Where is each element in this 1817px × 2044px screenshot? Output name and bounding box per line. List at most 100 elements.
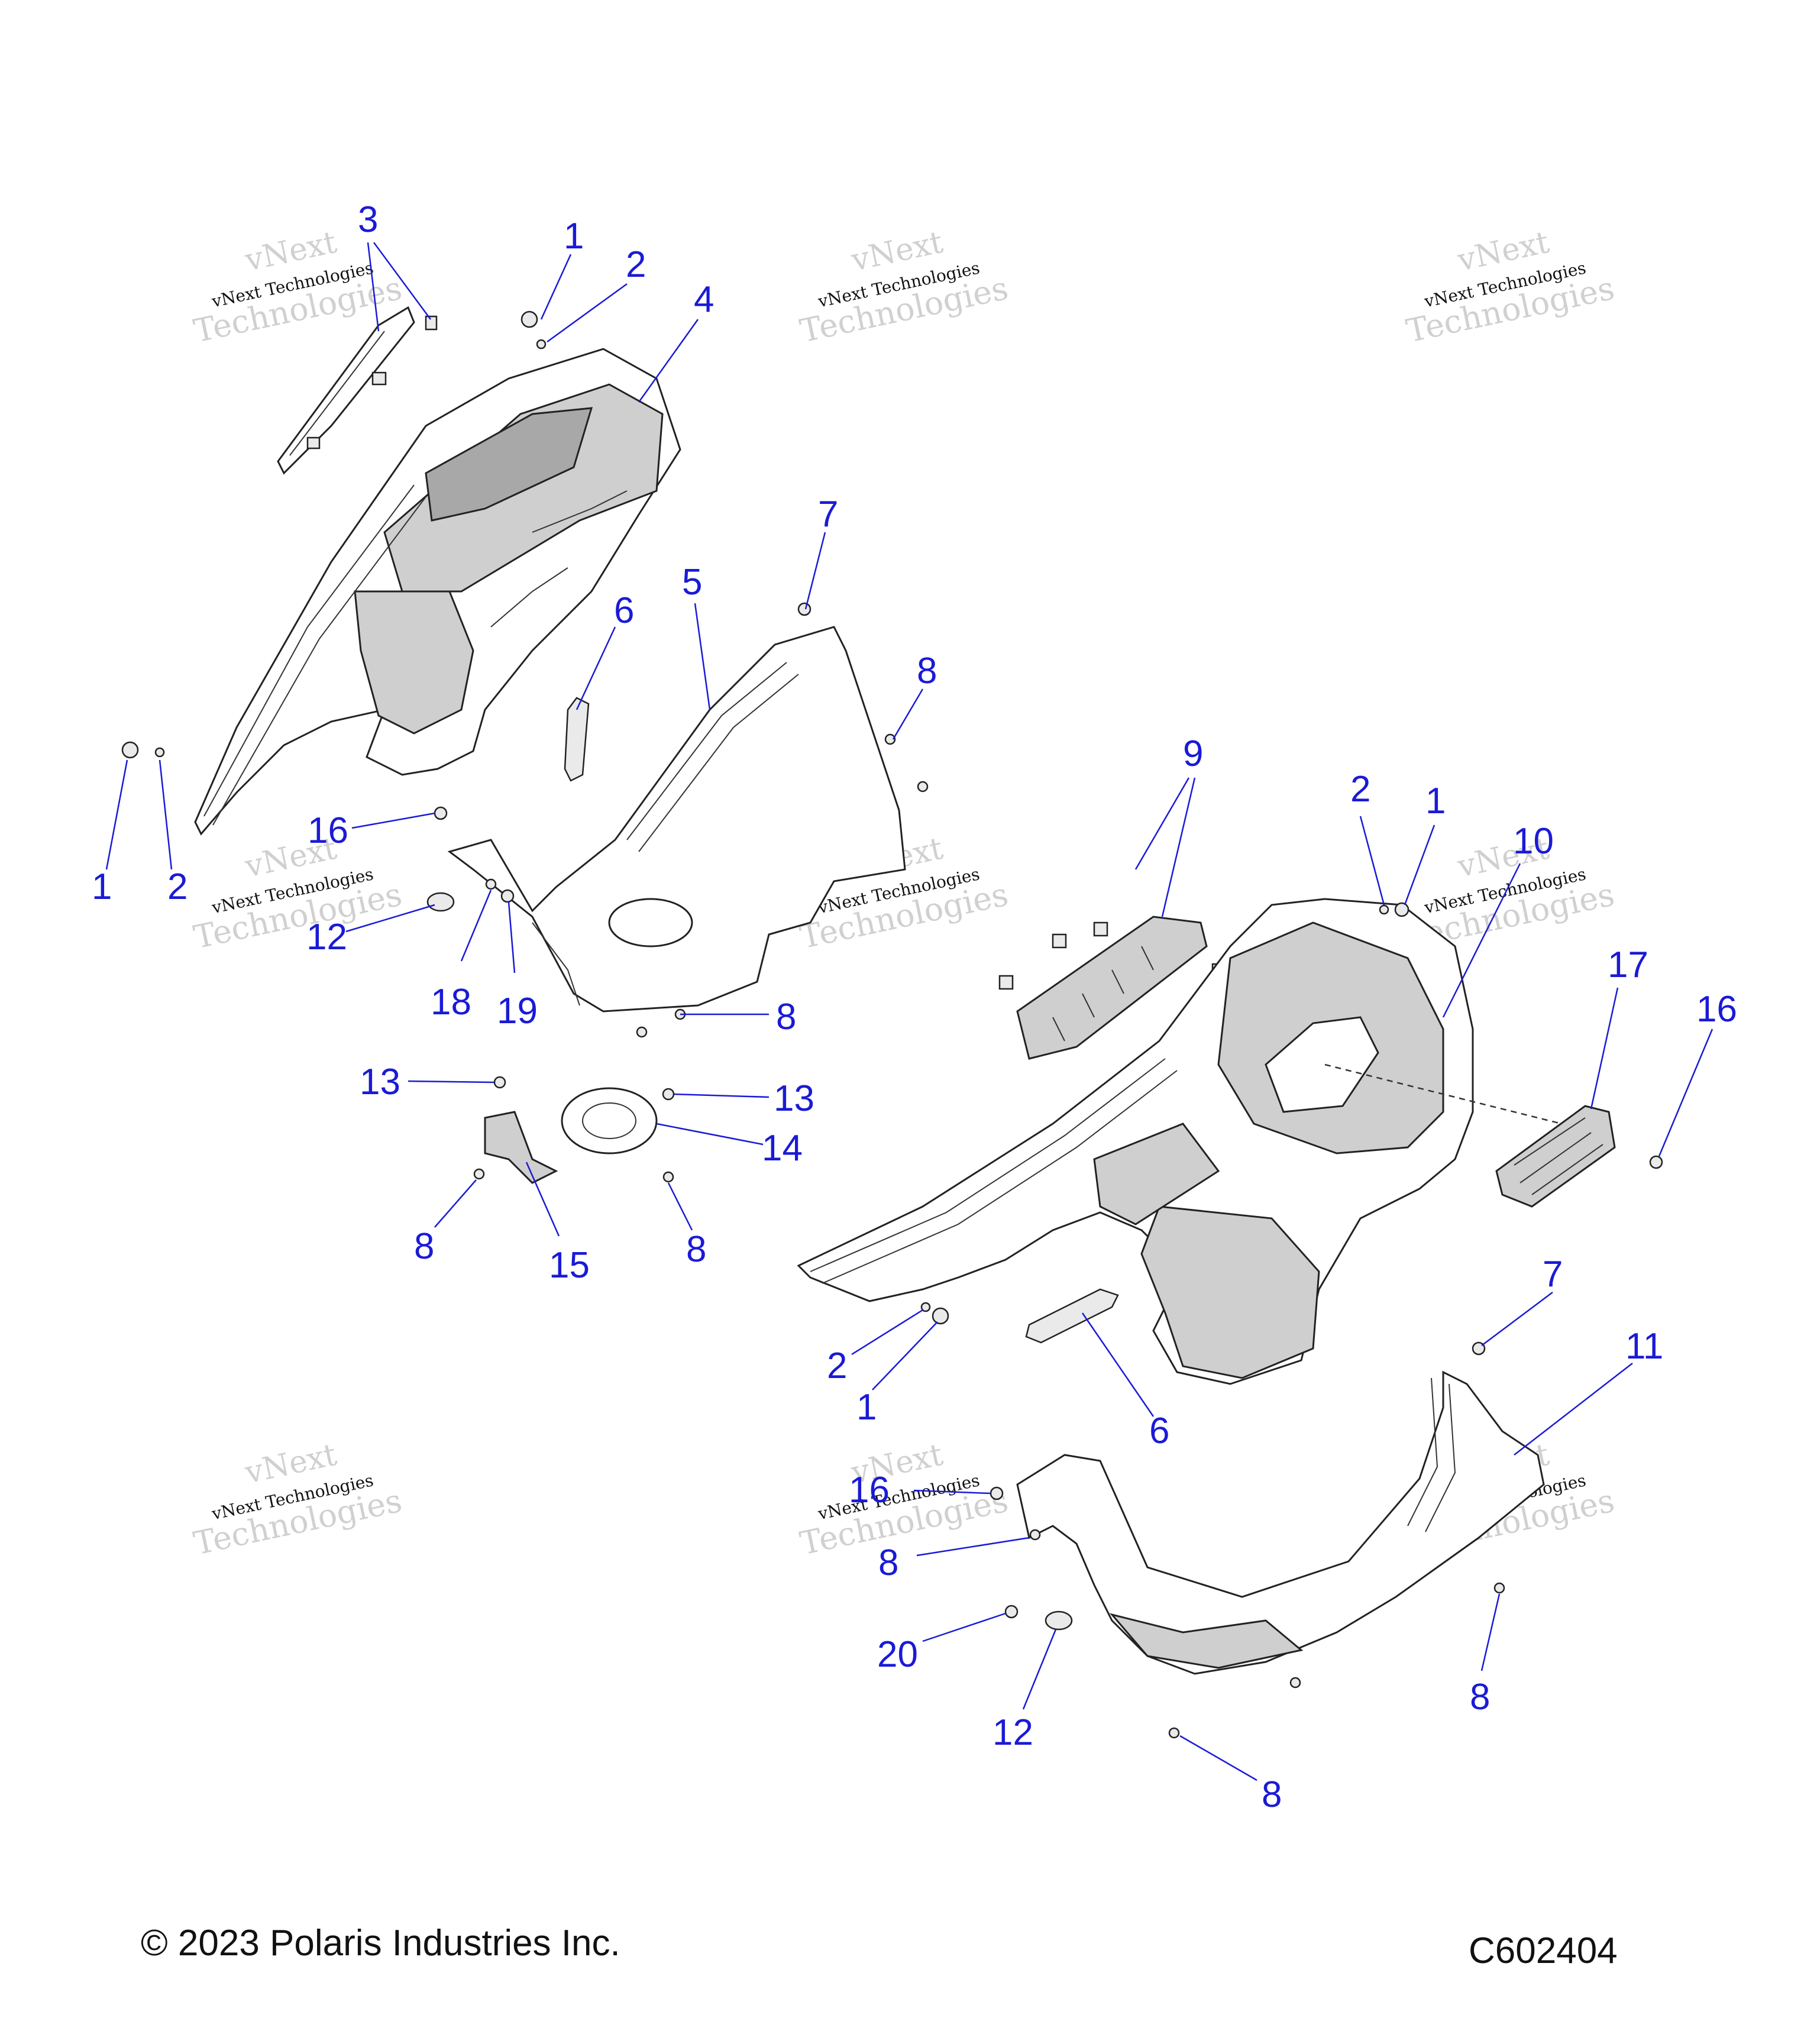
leader-10: [1442, 863, 1521, 1018]
callout-4: 4: [694, 279, 714, 320]
watermark-2: vNext vNext Technologies Technologies: [797, 225, 1011, 350]
part-8-pushpin: [917, 781, 929, 793]
leader-1c: [1404, 824, 1436, 905]
part-8-pushpin: [1029, 1529, 1041, 1541]
leader-16c: [913, 1489, 991, 1495]
leader-13a: [408, 1080, 494, 1084]
part-16-clip: [434, 806, 448, 820]
leader-8a: [892, 688, 924, 740]
part-13-washer: [662, 1088, 675, 1101]
callout-1: 1: [1425, 781, 1446, 822]
callout-2: 2: [167, 866, 187, 907]
callout-20: 20: [877, 1634, 918, 1675]
part-14-ring: [561, 1087, 658, 1154]
callout-17: 17: [1608, 945, 1648, 985]
callout-8: 8: [1262, 1774, 1282, 1815]
part-8-pushpin: [1289, 1677, 1301, 1689]
callout-16: 16: [849, 1470, 890, 1511]
callout-1: 1: [92, 866, 112, 907]
watermark-7: vNext vNext Technologies Technologies: [190, 1437, 405, 1563]
part-1-fastener: [1394, 902, 1409, 917]
callout-9: 9: [1183, 733, 1203, 774]
leader-19: [507, 901, 516, 974]
part-5-lower-panel: [447, 626, 906, 1013]
part-12-grommet-left: [426, 892, 455, 912]
callout-11: 11: [1625, 1326, 1663, 1367]
part-1-fastener: [932, 1307, 949, 1325]
part-8-pushpin: [636, 1026, 648, 1038]
leader-2a: [547, 283, 628, 343]
callout-12: 12: [306, 917, 347, 958]
part-6-clip-left: [564, 697, 590, 782]
callout-8: 8: [776, 997, 796, 1037]
callout-8: 8: [878, 1542, 898, 1583]
leader-8g: [1179, 1735, 1257, 1781]
part-16-clip: [1649, 1155, 1663, 1169]
part-18-screw: [485, 878, 497, 890]
leader-12a: [345, 904, 435, 933]
leader-2b: [159, 759, 173, 870]
leader-20: [922, 1612, 1006, 1642]
callout-5: 5: [682, 562, 702, 603]
part-19-nut: [500, 889, 515, 903]
leader-6a: [576, 626, 616, 710]
callout-2: 2: [626, 244, 646, 285]
leader-15: [525, 1162, 560, 1237]
callout-8: 8: [917, 651, 937, 691]
leader-lines: [105, 242, 1713, 1781]
callout-16: 16: [1696, 989, 1737, 1030]
part-2-washer: [920, 1302, 931, 1312]
callout-8: 8: [686, 1229, 706, 1270]
leader-9b: [1161, 777, 1196, 917]
fasteners: [121, 311, 1663, 1739]
part-16-clip: [990, 1486, 1004, 1500]
callout-8: 8: [1470, 1677, 1490, 1718]
callout-15: 15: [549, 1245, 590, 1286]
callout-6: 6: [1149, 1411, 1169, 1451]
leader-6b: [1081, 1312, 1155, 1417]
callout-3: 3: [358, 199, 378, 240]
part-4-hood-shroud: [194, 348, 681, 836]
part-13-washer: [493, 1076, 506, 1089]
callout-1: 1: [856, 1387, 877, 1428]
part-11-lower-right-panel: [1016, 1370, 1545, 1675]
callout-2: 2: [1350, 769, 1370, 810]
leader-16b: [1658, 1029, 1713, 1157]
leader-12b: [1022, 1629, 1057, 1710]
leader-11: [1514, 1363, 1633, 1456]
leader-8f: [1480, 1593, 1501, 1671]
callout-1: 1: [564, 216, 584, 257]
leader-8d: [667, 1182, 693, 1231]
callout-10: 10: [1513, 821, 1554, 862]
copyright-text: © 2023 Polaris Industries Inc.: [141, 1923, 620, 1964]
leader-3a: [367, 242, 380, 332]
leader-2c: [1359, 816, 1385, 905]
leader-14: [656, 1123, 764, 1146]
callout-12: 12: [992, 1712, 1033, 1753]
part-8-pushpin: [1168, 1727, 1180, 1739]
part-2-washer: [536, 339, 547, 350]
callout-7: 7: [1543, 1254, 1563, 1295]
leader-2d: [851, 1309, 923, 1356]
leader-9a: [1134, 777, 1190, 870]
watermark-4: vNext vNext Technologies Technologies: [190, 831, 405, 956]
leader-18: [460, 890, 492, 962]
watermark-3: vNext vNext Technologies Technologies: [1403, 225, 1618, 350]
leader-5: [694, 603, 711, 710]
part-7-clip: [797, 602, 811, 616]
callout-2: 2: [827, 1346, 847, 1386]
leader-1d: [872, 1321, 938, 1390]
callout-13: 13: [360, 1062, 400, 1102]
leader-7a: [804, 532, 826, 610]
part-8-pushpin: [662, 1171, 674, 1183]
callout-7: 7: [818, 494, 838, 535]
callout-13: 13: [774, 1078, 814, 1119]
leader-8e: [916, 1537, 1030, 1557]
leader-13b: [674, 1093, 770, 1098]
part-1-fastener: [121, 741, 139, 759]
leader-3b: [373, 242, 432, 320]
part-10-right-shroud: [797, 898, 1562, 1385]
part-2-washer: [1379, 904, 1389, 915]
callout-numbers: 3 1 2 4 7 5 6 8 1 2 16 12 18 19 8 13 13 …: [92, 199, 1737, 1815]
